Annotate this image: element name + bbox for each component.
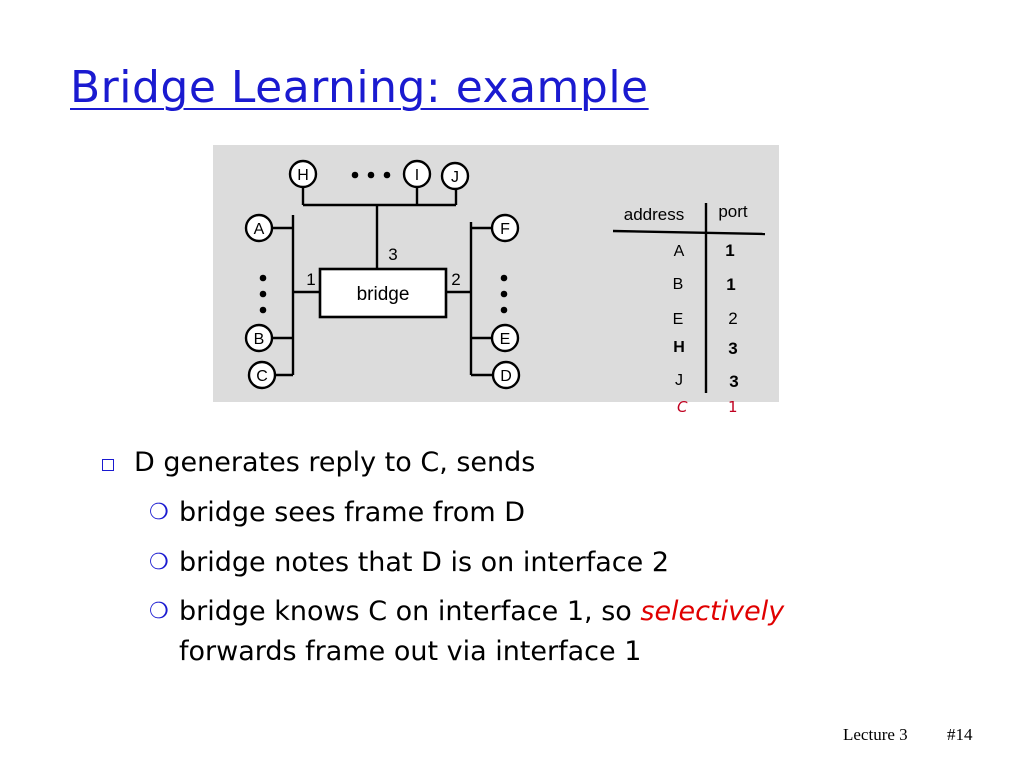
footer-lecture: Lecture 3 — [843, 725, 908, 744]
circle-bullet-icon: ❍ — [149, 500, 169, 525]
table-header-rule — [612, 229, 766, 236]
bridge-box — [318, 267, 448, 319]
host-h-label: H — [297, 167, 309, 184]
host-c: C — [247, 360, 277, 390]
table-header-address: address — [624, 205, 684, 224]
port-1-label: 1 — [306, 270, 315, 289]
table-header-port: port — [718, 202, 748, 221]
table-row-port: 3 — [728, 339, 737, 358]
host-j: J — [440, 161, 470, 191]
table-row-port: 1 — [725, 241, 734, 260]
host-b-label: B — [254, 331, 265, 348]
selectively-highlight: selectively — [640, 596, 785, 627]
host-b: B — [244, 323, 274, 353]
table-row-port: 2 — [728, 309, 737, 328]
bridge-diagram: bridge 1 2 3 H I J A — [213, 145, 779, 402]
left-ellipsis-dots — [259, 274, 267, 314]
table-row-port: 1 — [726, 275, 735, 294]
host-c-label: C — [256, 368, 268, 385]
host-a-label: A — [254, 221, 265, 238]
host-d-label: D — [500, 368, 512, 385]
bullet-main-text: D generates reply to C, sends — [134, 447, 536, 478]
host-h: H — [288, 159, 318, 189]
forwarding-table: address port A 1 B 1 E 2 H 3 J 3 — [612, 202, 766, 393]
host-i-label: I — [415, 167, 419, 184]
diagram-background — [213, 145, 779, 402]
slide-title: Bridge Learning: example — [70, 62, 649, 113]
sub-bullet-1-text: bridge sees frame from D — [179, 497, 526, 528]
sub-bullet-3-prefix: bridge knows C on interface 1, so — [179, 596, 641, 627]
host-f-label: F — [500, 221, 510, 238]
right-ellipsis-dots — [500, 274, 508, 314]
top-ellipsis-dots — [351, 171, 391, 179]
table-new-address: C — [677, 398, 688, 416]
host-e: E — [490, 323, 520, 353]
table-row-address: E — [673, 311, 684, 328]
table-row-address: B — [673, 276, 684, 293]
sub-bullet-3-line-2: forwards frame out via interface 1 — [179, 636, 642, 667]
table-new-port: 1 — [728, 398, 738, 416]
port-3-label: 3 — [388, 245, 397, 264]
circle-bullet-icon: ❍ — [149, 599, 169, 624]
host-e-label: E — [500, 331, 511, 348]
table-row-address: J — [675, 372, 683, 389]
footer-slide-number: #14 — [947, 725, 973, 744]
sub-bullet-2-text: bridge notes that D is on interface 2 — [179, 547, 670, 578]
bridge-diagram-svg: bridge 1 2 3 H I J A — [213, 145, 779, 402]
host-i: I — [402, 159, 432, 189]
port-2-label: 2 — [451, 270, 460, 289]
host-a: A — [244, 213, 274, 243]
host-f: F — [490, 213, 520, 243]
table-row-address: A — [674, 243, 685, 260]
circle-bullet-icon: ❍ — [149, 550, 169, 575]
table-row-address: H — [673, 339, 685, 356]
host-d: D — [491, 360, 521, 390]
sub-bullet-3-line-1: bridge knows C on interface 1, so select… — [179, 596, 784, 627]
square-bullet-icon — [102, 459, 114, 471]
bridge-label: bridge — [357, 284, 410, 305]
host-j-label: J — [451, 169, 459, 186]
table-row-port: 3 — [729, 372, 738, 391]
